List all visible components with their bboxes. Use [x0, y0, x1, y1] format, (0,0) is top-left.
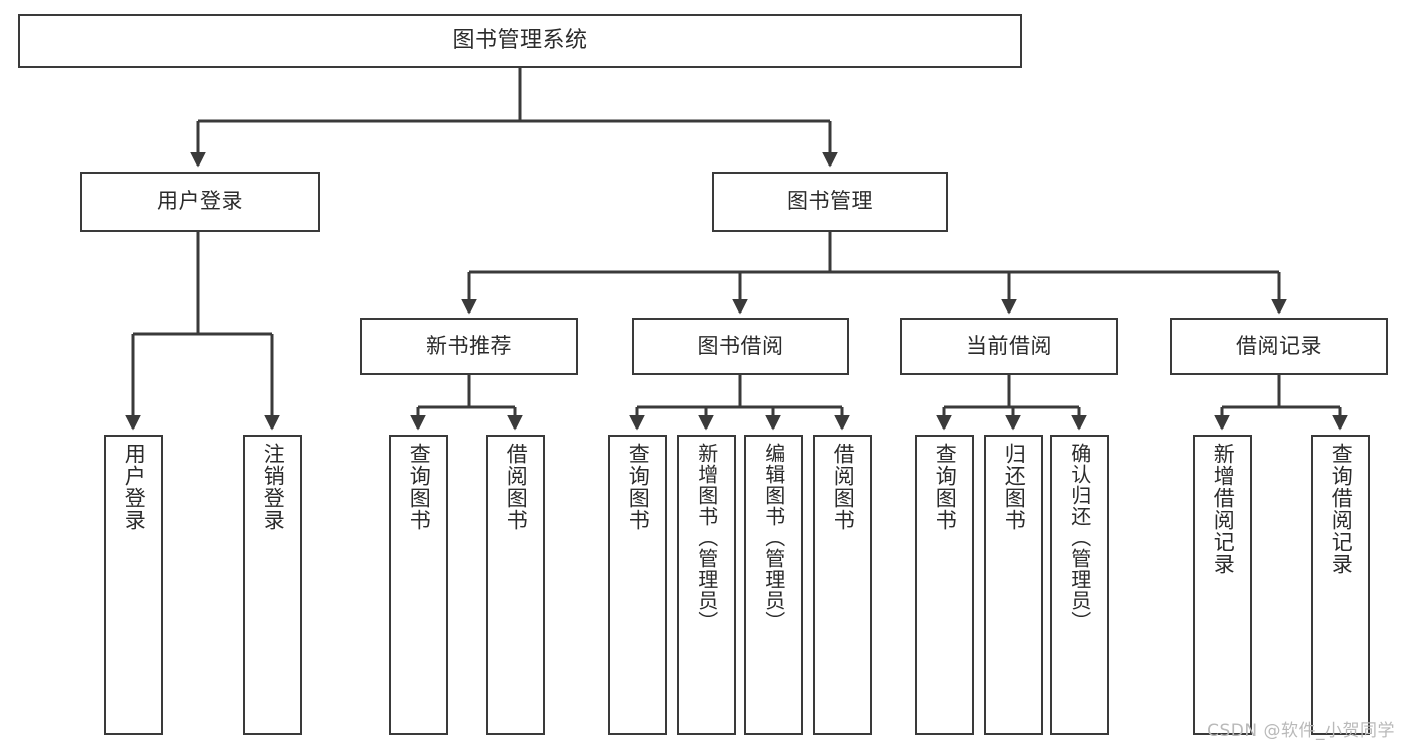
node-label: 图书管理系统 — [452, 27, 588, 53]
node-borrow-record[interactable]: 借阅记录 — [1170, 318, 1388, 375]
node-label: 注销登录 — [261, 443, 286, 531]
node-label: 借阅记录 — [1236, 333, 1322, 358]
node-current-borrow[interactable]: 当前借阅 — [900, 318, 1118, 375]
node-label: 当前借阅 — [966, 333, 1052, 358]
leaf-new-book-query-book[interactable]: 查询图书 — [389, 435, 448, 735]
leaf-current-borrow-query-book[interactable]: 查询图书 — [915, 435, 974, 735]
node-book-borrow[interactable]: 图书借阅 — [632, 318, 849, 375]
node-label: 图书借阅 — [697, 333, 784, 358]
node-label: 查询图书 — [407, 443, 432, 531]
leaf-new-book-borrow-book[interactable]: 借阅图书 — [486, 435, 545, 735]
leaf-book-borrow-add-book-admin[interactable]: 新增图书（管理员） — [677, 435, 736, 735]
leaf-borrow-record-add-record[interactable]: 新增借阅记录 — [1193, 435, 1252, 735]
node-user-login[interactable]: 用户登录 — [80, 172, 320, 232]
node-label: 编辑图书（管理员） — [761, 443, 786, 632]
leaf-book-borrow-borrow-book[interactable]: 借阅图书 — [813, 435, 872, 735]
node-label: 确认归还（管理员） — [1067, 443, 1092, 632]
leaf-user-login-login[interactable]: 用户登录 — [104, 435, 163, 735]
node-label: 查询图书 — [626, 443, 651, 531]
node-book-management[interactable]: 图书管理 — [712, 172, 948, 232]
node-label: 用户登录 — [157, 189, 243, 214]
leaf-borrow-record-query-record[interactable]: 查询借阅记录 — [1311, 435, 1370, 735]
node-label: 新增图书（管理员） — [694, 443, 719, 632]
node-label: 查询图书 — [933, 443, 958, 531]
node-label: 借阅图书 — [831, 443, 856, 531]
node-label: 新书推荐 — [426, 333, 512, 358]
leaf-book-borrow-query-book[interactable]: 查询图书 — [608, 435, 667, 735]
node-label: 查询借阅记录 — [1329, 443, 1354, 575]
leaf-book-borrow-edit-book-admin[interactable]: 编辑图书（管理员） — [744, 435, 803, 735]
leaf-current-borrow-return-book[interactable]: 归还图书 — [984, 435, 1043, 735]
leaf-user-login-logout[interactable]: 注销登录 — [243, 435, 302, 735]
watermark: CSDN @软件_小贺同学 — [1207, 721, 1395, 741]
node-label: 图书管理 — [787, 189, 873, 214]
node-label: 归还图书 — [1002, 443, 1027, 531]
node-root-book-management-system[interactable]: 图书管理系统 — [18, 14, 1022, 68]
node-label: 用户登录 — [122, 443, 147, 531]
node-label: 新增借阅记录 — [1211, 443, 1236, 575]
node-new-book-recommend[interactable]: 新书推荐 — [360, 318, 578, 375]
leaf-current-borrow-confirm-return-admin[interactable]: 确认归还（管理员） — [1050, 435, 1109, 735]
node-label: 借阅图书 — [504, 443, 529, 531]
